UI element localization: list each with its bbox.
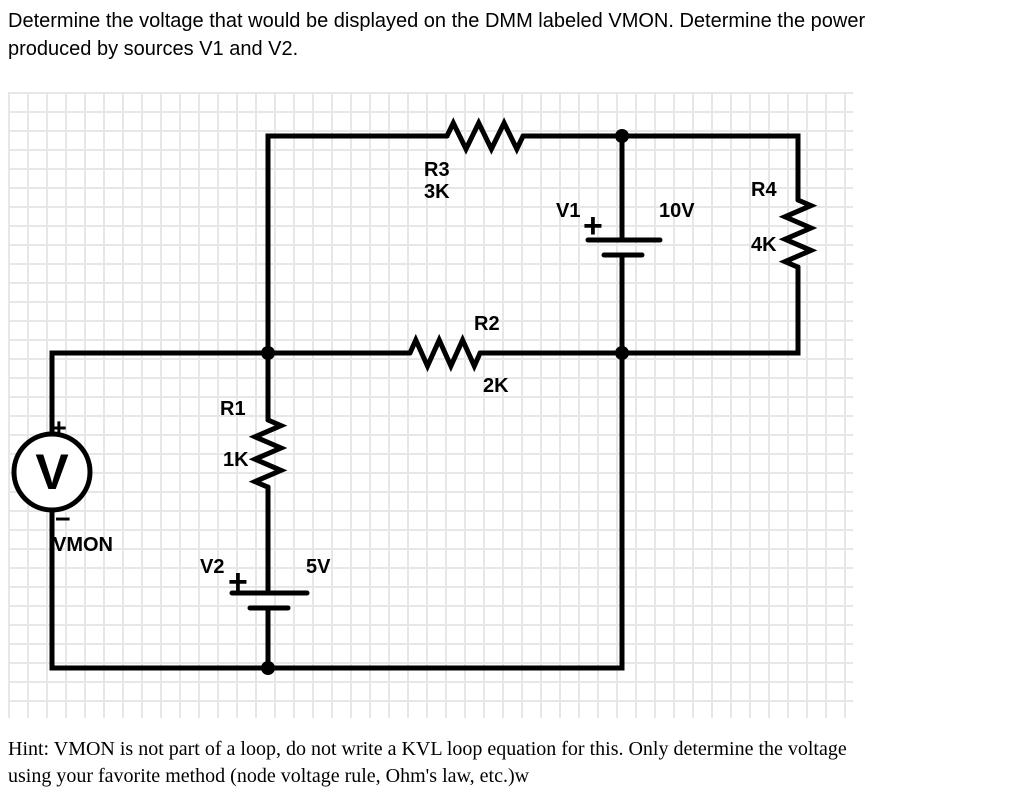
label-r4-value: 4K: [751, 234, 777, 256]
resistor-r1: [248, 417, 288, 490]
label-vmon: VMON: [53, 534, 113, 556]
wire-bottom-loop: [49, 350, 625, 671]
voltmeter-plus-sign: +: [51, 413, 67, 443]
resistor-r2: [407, 333, 483, 373]
label-v1-value: 10V: [659, 200, 695, 222]
label-v1-name: V1: [556, 200, 580, 222]
label-v1-polarity: +: [583, 207, 603, 245]
label-r3-value: 3K: [424, 181, 450, 203]
label-r4-name: R4: [751, 179, 777, 201]
schematic-grid-background: [8, 92, 853, 718]
junction-dot: [615, 346, 629, 360]
label-v2-name: V2: [200, 556, 224, 578]
problem-statement: Determine the voltage that would be disp…: [8, 7, 1008, 63]
hint-line-1: Hint: VMON is not part of a loop, do not…: [8, 738, 847, 760]
voltmeter-letter: V: [35, 444, 69, 500]
label-v2-polarity: +: [228, 563, 248, 601]
label-r3-name: R3: [424, 159, 450, 181]
junction-dot: [261, 661, 275, 675]
hint-text: Hint: VMON is not part of a loop, do not…: [8, 736, 1022, 790]
hint-line-2: using your favorite method (node voltage…: [8, 765, 530, 787]
problem-line-2: produced by sources V1 and V2.: [8, 38, 299, 60]
resistor-r3: [444, 117, 526, 155]
voltmeter-minus-sign: −: [55, 504, 71, 534]
label-v2-value: 5V: [306, 556, 331, 578]
problem-line-1: Determine the voltage that would be disp…: [8, 10, 866, 32]
label-r1-name: R1: [220, 398, 246, 420]
resistor-r4: [778, 197, 818, 270]
label-r2-value: 2K: [483, 375, 509, 397]
label-r2-name: R2: [474, 313, 500, 335]
wire-top-left: [265, 133, 450, 356]
wire-top-right: [520, 133, 801, 203]
voltmeter-symbol: [11, 431, 93, 513]
wire-r4-to-middle: [477, 264, 801, 356]
label-r1-value: 1K: [223, 449, 249, 471]
junction-dot: [261, 346, 275, 360]
wire-middle-left: [49, 350, 413, 437]
junction-dot: [615, 129, 629, 143]
